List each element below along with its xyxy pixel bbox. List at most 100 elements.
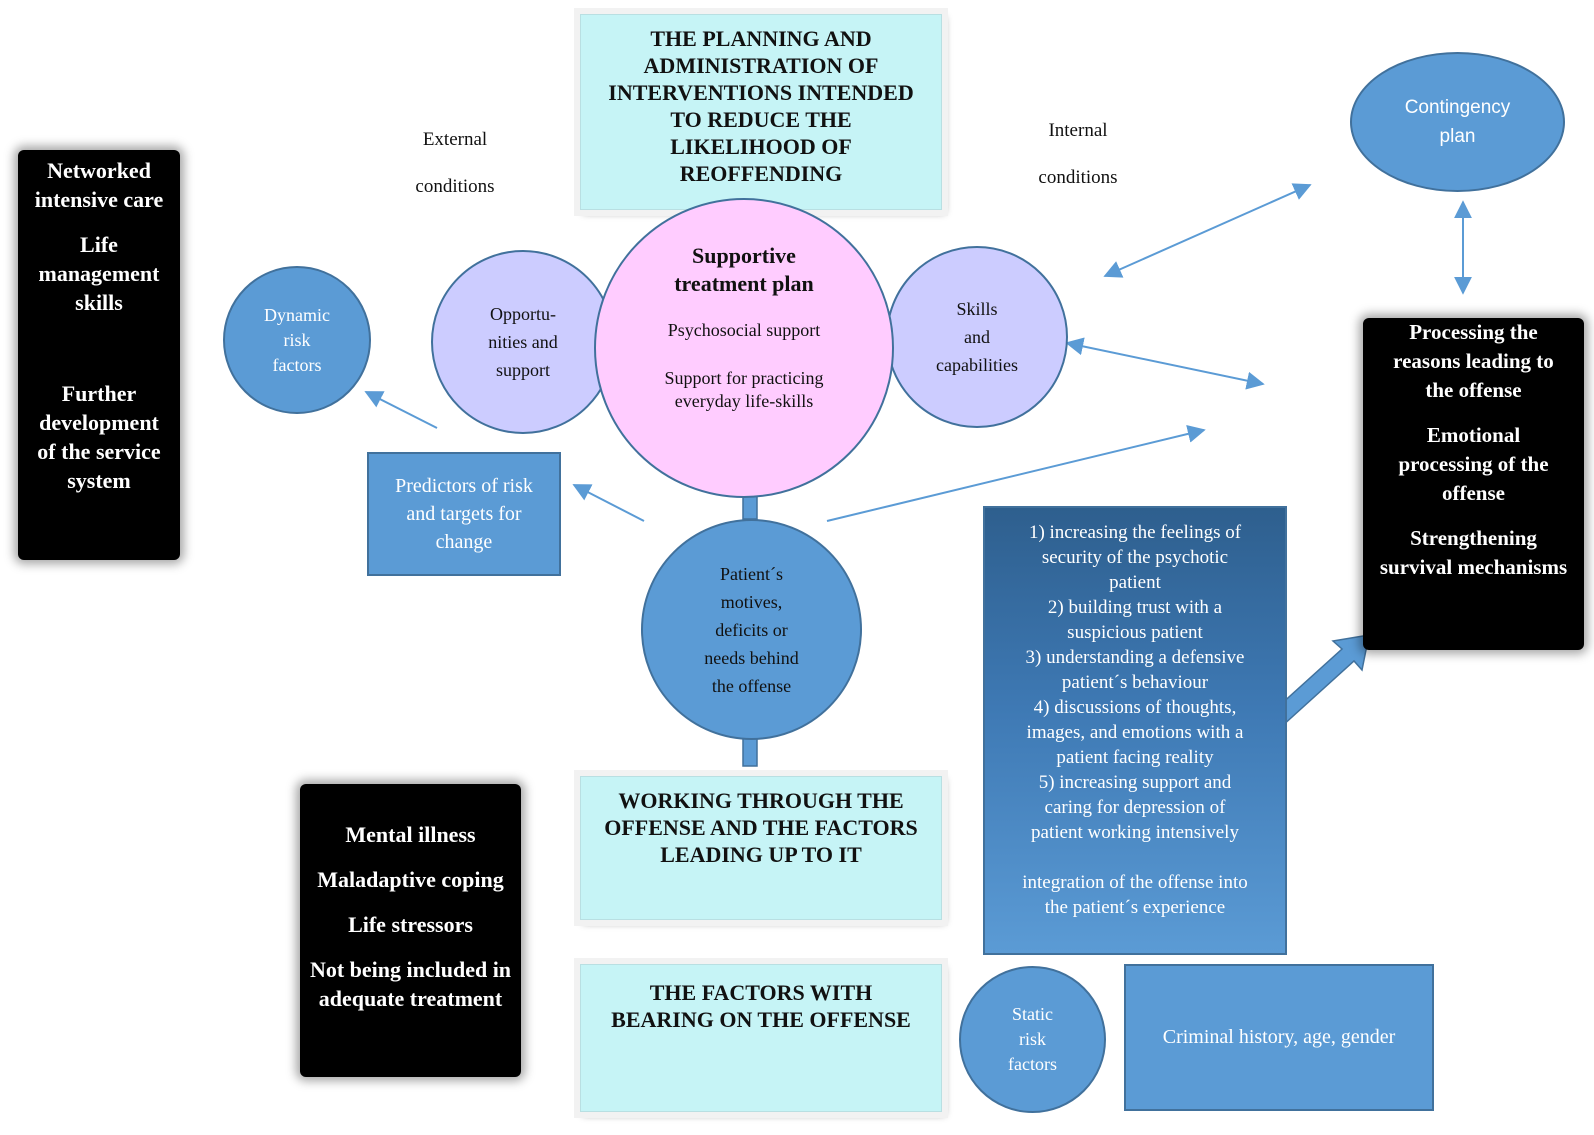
intervention-footer-line: the patient´s experience [1044,897,1226,918]
patient-motives-line: needs behind [704,647,799,668]
predictors-line: Predictors of risk [395,475,533,497]
intervention-line: caring for depression of [1044,797,1226,818]
internal-conditions-label: Internal conditions [1008,107,1148,201]
service-item-line: of the service [37,439,161,464]
risk-contributor-line: Not being included in [309,957,512,982]
arrow-patient-to-predictors [572,484,645,522]
life-skills-text: Support for practicing [664,368,824,388]
working-through-line: LEADING UP TO IT [660,842,862,867]
criminal-history-box: Criminal history, age, gender [1124,964,1434,1111]
processing-item-line: reasons leading to [1393,349,1554,373]
dynamic-risk-line: risk [283,329,311,350]
processing-item-line: Processing the [1409,320,1538,344]
working-through-line: OFFENSE AND THE FACTORS [604,815,918,840]
contingency-line: Contingency [1404,97,1511,118]
opportunities-line: Opportu- [490,304,556,324]
opportunities-line: nities and [488,332,558,352]
risk-contributor-line: Maladaptive coping [317,867,504,892]
service-item-line: intensive care [34,187,164,212]
working-through-line: WORKING THROUGH THE [618,788,904,813]
intervention-line: suspicious patient [1067,622,1203,643]
intervention-line: patient´s behaviour [1061,672,1209,693]
risk-contributor-line: Mental illness [345,822,476,847]
psychosocial-support-text: Psychosocial support [667,320,821,340]
dynamic-risk-line: Dynamic [264,304,330,325]
planning-line: LIKELIHOOD OF [670,134,852,159]
processing-item-line: the offense [1425,378,1522,402]
factors-bearing-line: BEARING ON THE OFFENSE [611,1007,911,1032]
internal-line: Internal [1048,120,1108,141]
planning-line: TO REDUCE THE [670,107,852,132]
intervention-line: patient facing reality [1056,747,1214,768]
patient-motives-line: Patient´s [720,563,783,584]
intervention-line: patient working intensively [1031,822,1239,843]
predictors-line: and targets for [406,503,522,525]
intervention-line: 2) building trust with a [1047,597,1223,618]
risk-contributor-line: adequate treatment [318,986,503,1011]
arrow-skills-processing [1065,337,1265,390]
intervention-line: 1) increasing the feelings of [1028,522,1242,543]
processing-item-line: processing of the [1398,452,1549,476]
risk-contributors-box: Mental illness Maladaptive coping Life s… [300,784,521,1077]
arrow-predictors-to-dynamic-risk [364,391,438,429]
service-system-box: Networked intensive care Life management… [18,150,180,560]
processing-item-line: Strengthening [1410,526,1537,550]
service-item-line: management [38,261,160,286]
planning-line: ADMINISTRATION OF [643,53,879,78]
skills-line: Skills [956,299,998,319]
processing-item-line: survival mechanisms [1379,555,1568,579]
intervention-line: 3) understanding a defensive [1025,647,1245,668]
planning-interventions-box: THE PLANNING AND ADMINISTRATION OF INTER… [574,8,948,216]
skills-capabilities-circle: Skills and capabilities [886,246,1068,428]
intervention-line: patient [1109,572,1161,593]
patient-motives-line: the offense [711,675,792,696]
contingency-line: plan [1439,126,1476,147]
planning-line: THE PLANNING AND [650,26,872,51]
factors-bearing-line: THE FACTORS WITH [649,980,873,1005]
interventions-list-box: 1) increasing the feelings of security o… [983,506,1287,955]
service-item-line: system [67,468,131,493]
patient-motives-line: deficits or [715,619,788,640]
internal-line: conditions [1038,167,1118,188]
predictors-of-risk-box: Predictors of risk and targets for chang… [367,452,561,576]
life-skills-text: everyday life-skills [674,391,814,411]
intervention-line: 5) increasing support and [1038,772,1232,793]
dynamic-risk-line: factors [272,354,322,375]
opportunities-line: support [496,360,550,380]
arrow-patient-to-right [826,425,1206,522]
service-item-line: Life [80,232,118,257]
risk-contributor-line: Life stressors [348,912,473,937]
service-item-line: development [39,410,159,435]
external-line: conditions [415,176,495,197]
service-item-line: Further [61,381,137,406]
intervention-line: images, and emotions with a [1026,722,1244,743]
skills-line: and [964,327,990,347]
patient-motives-circle: Patient´s motives, deficits or needs beh… [641,519,862,740]
intervention-footer-line: integration of the offense into [1022,872,1248,893]
arrow-skills-contingency [1103,183,1312,278]
service-item-line: Networked [47,158,151,183]
skills-line: capabilities [936,355,1018,375]
dynamic-risk-factors-circle: Dynamic risk factors [223,266,371,414]
processing-offense-box: Processing the reasons leading to the of… [1363,318,1584,650]
intervention-line: security of the psychotic [1041,547,1229,568]
external-conditions-label: External conditions [385,116,525,210]
service-item-line: skills [75,290,123,315]
patient-motives-line: motives, [720,591,783,612]
static-risk-line: risk [1019,1029,1046,1049]
planning-line: INTERVENTIONS INTENDED [608,80,914,105]
factors-bearing-box: THE FACTORS WITH BEARING ON THE OFFENSE [574,958,948,1118]
contingency-plan-ellipse: Contingency plan [1350,52,1565,192]
processing-item-line: Emotional [1426,423,1521,447]
predictors-line: change [435,531,493,553]
intervention-line: 4) discussions of thoughts, [1033,697,1237,718]
planning-line: REOFFENDING [679,161,843,186]
external-line: External [422,129,488,150]
treatment-plan-title: treatment plan [674,271,814,296]
static-risk-line: Static [1012,1004,1053,1024]
processing-item-line: offense [1442,481,1505,505]
opportunities-support-circle: Opportu- nities and support [431,250,615,434]
supportive-treatment-plan-circle: Supportive treatment plan Psychosocial s… [594,198,894,498]
treatment-plan-title: Supportive [692,243,796,268]
static-risk-factors-circle: Static risk factors [959,966,1106,1113]
